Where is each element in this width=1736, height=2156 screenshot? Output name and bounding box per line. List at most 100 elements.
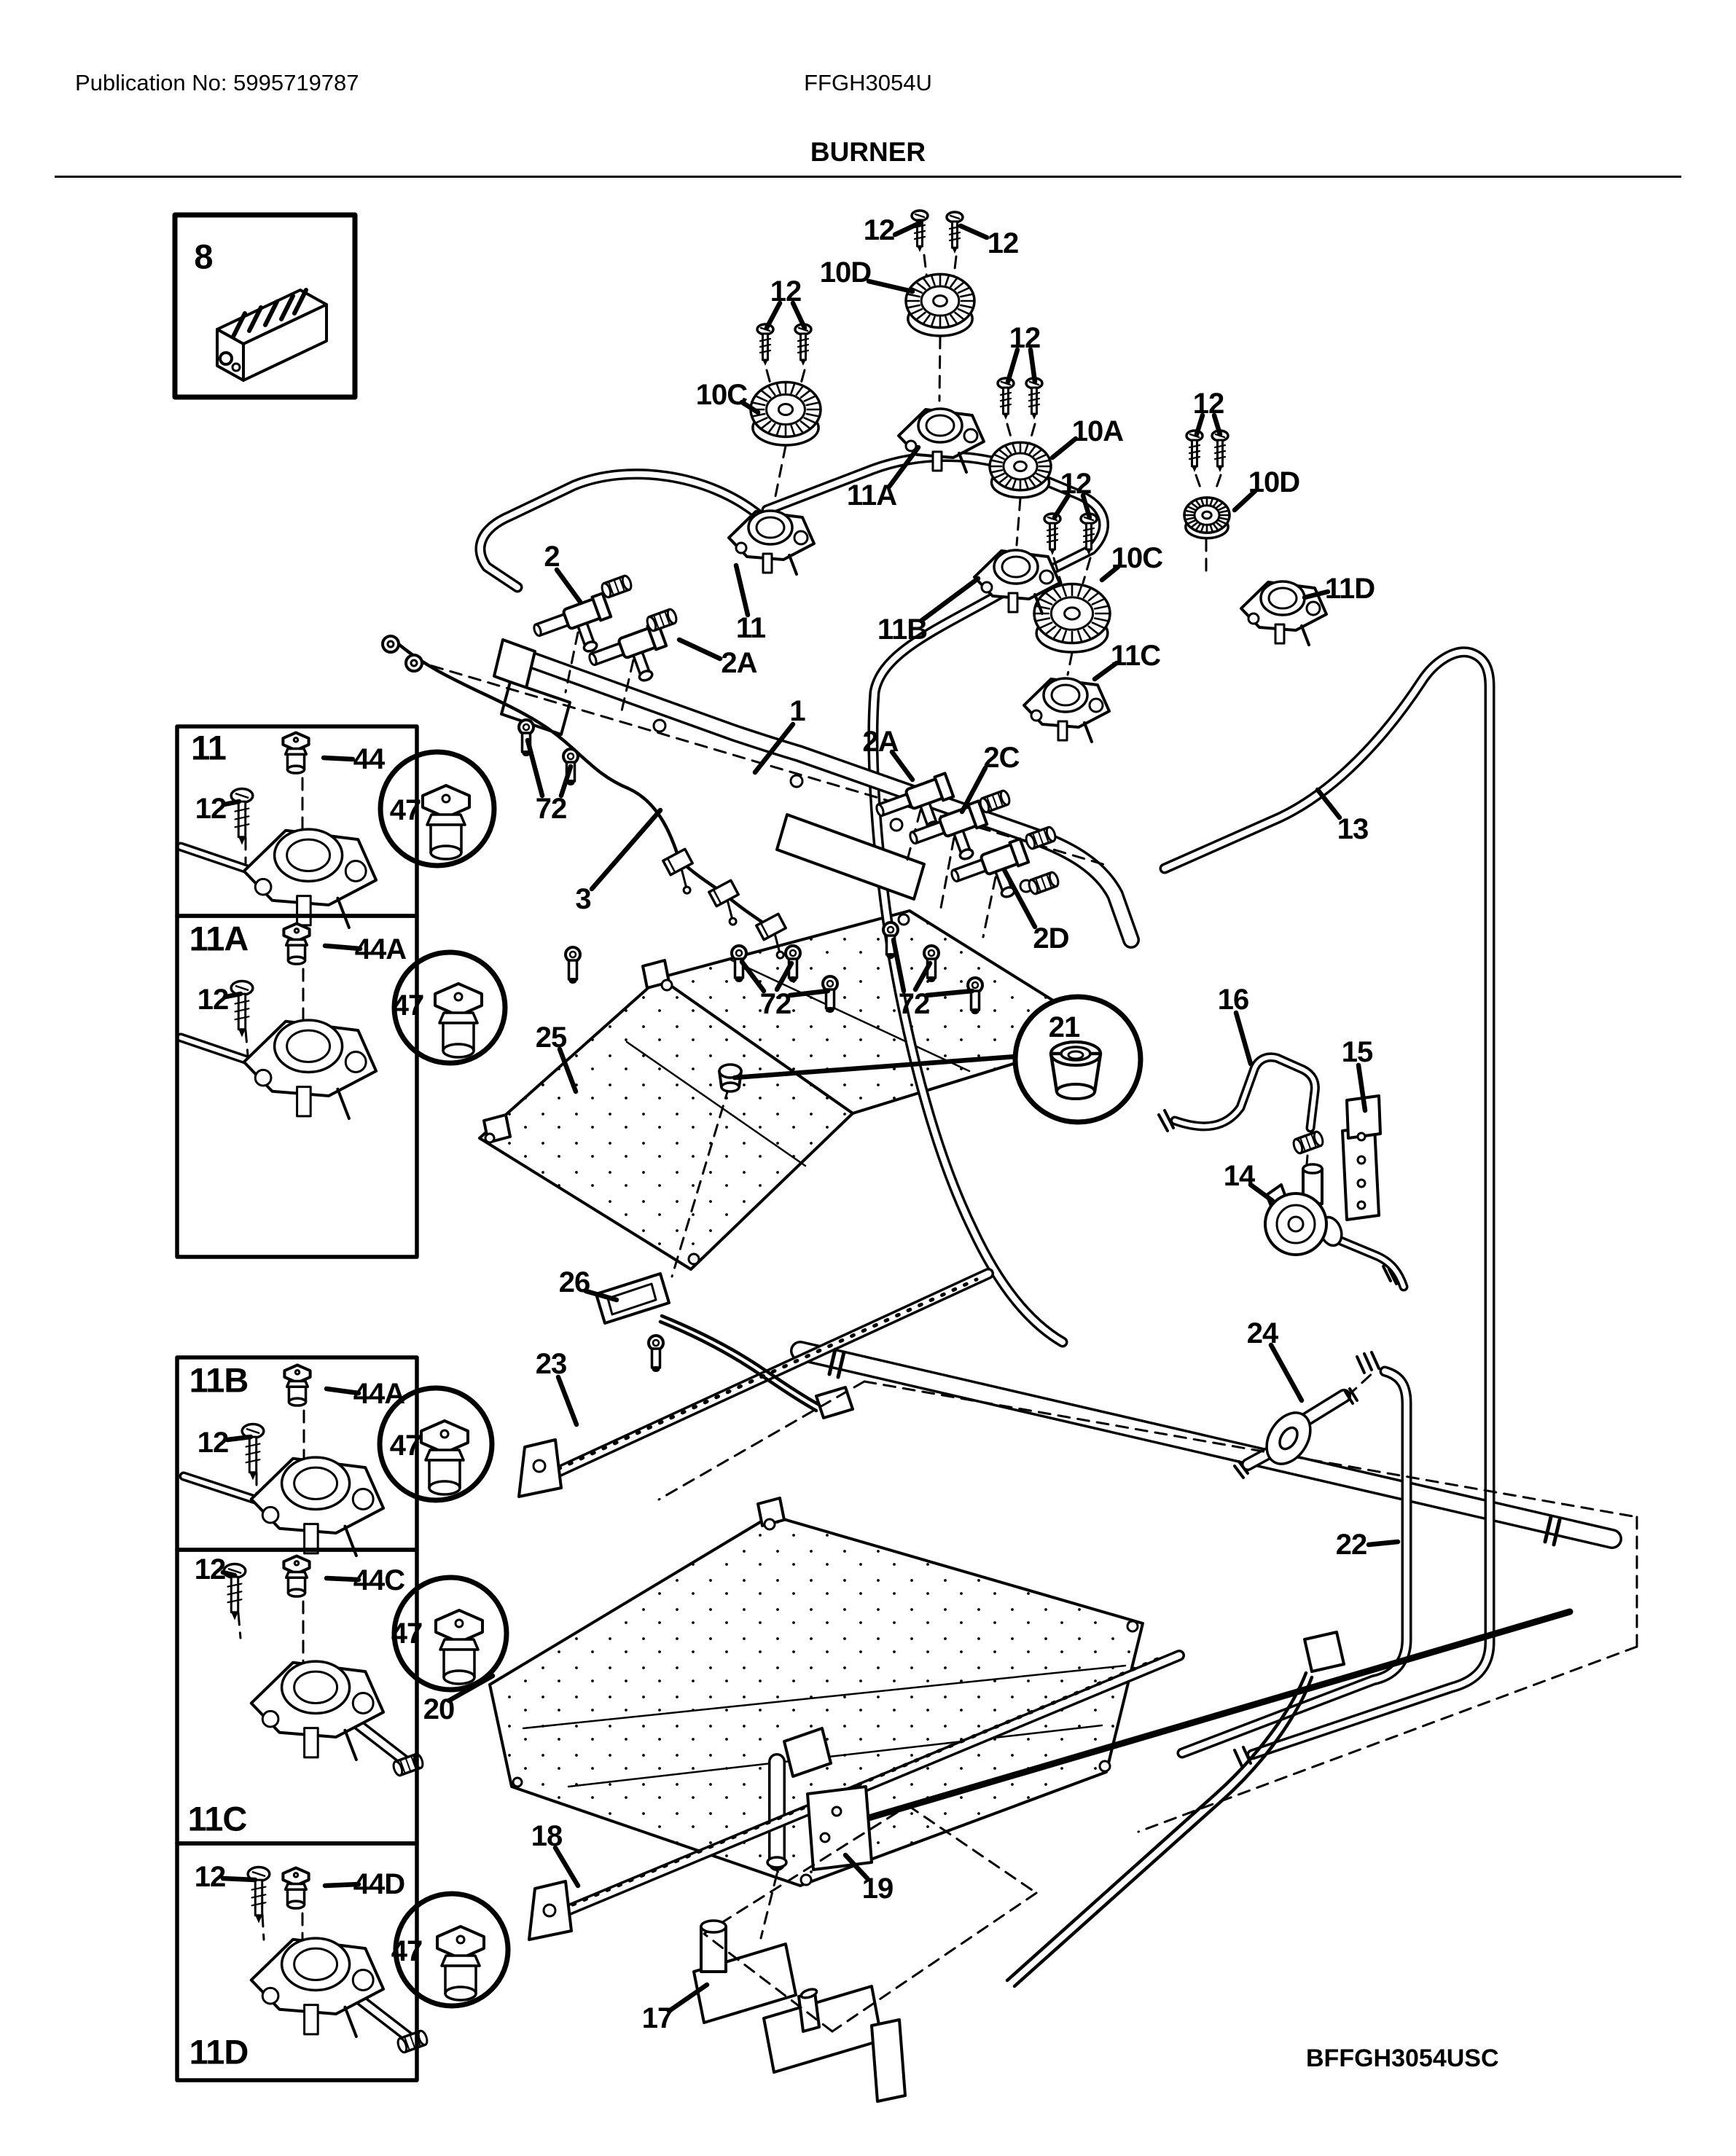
callout-47: 47 xyxy=(393,989,424,1022)
callout-44A: 44A xyxy=(353,1378,404,1410)
screw-12 xyxy=(222,1562,247,1620)
screw-thread xyxy=(1082,533,1095,538)
base-boss xyxy=(904,439,918,452)
rail-hole-row xyxy=(556,1277,979,1471)
detail-circle-47 xyxy=(377,1385,495,1503)
screw-slot xyxy=(1047,516,1058,522)
burner-hole xyxy=(1013,460,1028,473)
construction-dash xyxy=(261,1913,265,1941)
panel-crease xyxy=(567,1724,1103,1788)
burner-tooth xyxy=(751,412,766,418)
screw-thread xyxy=(1082,527,1095,532)
callout-72: 72 xyxy=(899,988,930,1020)
burner-tooth xyxy=(907,293,921,298)
burner-tooth xyxy=(1036,453,1047,460)
part-line xyxy=(1382,1265,1392,1282)
callout-3: 3 xyxy=(575,883,590,915)
base-ring-inner xyxy=(1001,555,1031,579)
callout-2A: 2A xyxy=(721,647,756,679)
callout-leader-72 xyxy=(774,960,794,992)
base-ring-inner xyxy=(755,516,786,539)
orifice-neck xyxy=(285,1379,310,1388)
base-boss xyxy=(254,877,273,896)
orifice-47 xyxy=(434,982,483,1059)
callout-16: 16 xyxy=(1218,984,1249,1016)
rail-hole-row xyxy=(571,1653,1168,1907)
burner-base xyxy=(249,1456,386,1558)
burner-tooth xyxy=(1033,476,1043,485)
publication-number: Publication No: 5995719787 xyxy=(75,70,359,95)
screw-tip xyxy=(800,360,806,366)
part-plate xyxy=(242,303,328,382)
callout-2C: 2C xyxy=(983,742,1019,774)
screw-thread xyxy=(234,1008,250,1013)
pipe-inner xyxy=(1162,648,1493,1757)
screw-thread xyxy=(1188,455,1201,460)
part-plate xyxy=(493,638,536,689)
valve-nut xyxy=(590,592,613,622)
screw-thread xyxy=(1046,533,1059,538)
callout-12: 12 xyxy=(1009,322,1041,354)
screw-thread xyxy=(251,1894,267,1899)
screw-slot xyxy=(235,985,249,991)
callout-leader-18 xyxy=(552,1845,581,1889)
mount-hole xyxy=(789,774,804,788)
part-line xyxy=(827,1347,837,1376)
burner-tooth xyxy=(754,417,768,424)
screw-thread xyxy=(913,235,926,240)
callout-12: 12 xyxy=(988,227,1019,259)
callout-leader-72 xyxy=(891,937,907,994)
burner-tooth xyxy=(805,412,820,418)
callout-leader-72 xyxy=(912,960,933,992)
base-ring-inner xyxy=(286,1029,332,1063)
valve-tube-end xyxy=(950,869,960,882)
burner-hole xyxy=(932,294,948,307)
orifice-pinhole xyxy=(293,928,300,934)
screw-thread xyxy=(234,815,250,820)
nut-flat xyxy=(1305,1134,1312,1150)
callout-leader-17 xyxy=(666,1982,710,2014)
screw-thread xyxy=(227,1599,243,1604)
flare-nut xyxy=(646,608,678,632)
panel-crease xyxy=(522,1664,1127,1730)
burner-tooth xyxy=(760,420,772,430)
callout-12: 12 xyxy=(195,1553,226,1585)
mount-hole xyxy=(799,1873,813,1886)
burner-tooth xyxy=(930,274,936,286)
screw-thread xyxy=(1028,391,1041,396)
screw-12 xyxy=(945,211,964,254)
bolt-shaft xyxy=(567,959,579,981)
callout-leader-44A xyxy=(324,1386,361,1396)
burner-tooth xyxy=(915,311,926,321)
part-line xyxy=(1388,1268,1398,1285)
part-ellipse xyxy=(720,1081,740,1093)
part-line xyxy=(1363,1352,1373,1371)
callout-leader-44D xyxy=(322,1881,361,1889)
base-leg xyxy=(296,895,312,927)
burner-tooth xyxy=(1024,479,1029,490)
orifice-pinhole xyxy=(455,1934,466,1945)
callout-12: 12 xyxy=(195,793,227,825)
callout-11D: 11D xyxy=(189,2033,249,2071)
valve-tube-end xyxy=(909,831,918,844)
nut-face xyxy=(621,574,633,591)
orifice-neck xyxy=(284,1570,309,1579)
base-pin xyxy=(343,1728,358,1762)
construction-dash xyxy=(1195,474,1203,491)
burner-hole xyxy=(1201,510,1213,520)
part-ellipse xyxy=(1278,1426,1299,1451)
callout-18: 18 xyxy=(531,1820,563,1852)
burner-tooth xyxy=(993,453,1005,460)
base-ring-inner xyxy=(1050,683,1081,707)
panel-crease xyxy=(625,1040,807,1167)
part-ellipse xyxy=(799,1988,818,1999)
title-rule xyxy=(55,176,1681,178)
screw-12 xyxy=(1211,429,1229,472)
nut-face xyxy=(1025,834,1036,850)
mount-hole xyxy=(652,718,667,733)
orifice-cap-44 xyxy=(281,731,310,775)
callout-leader-25 xyxy=(557,1046,579,1094)
burner-tooth xyxy=(795,423,804,434)
pipe-outline xyxy=(848,1608,1573,1827)
part-line xyxy=(231,311,247,339)
